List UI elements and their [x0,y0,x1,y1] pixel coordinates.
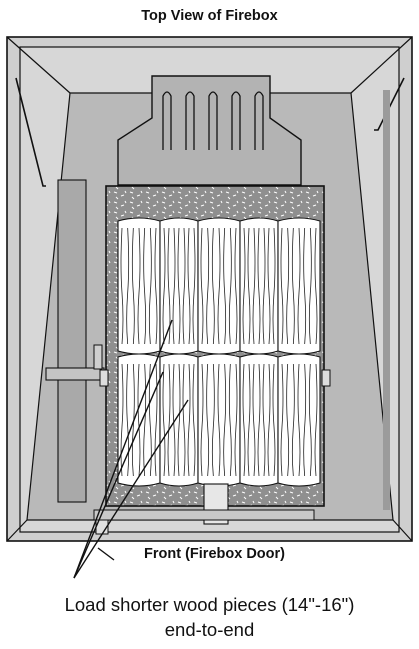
wood-piece [118,218,160,354]
left-side-rail [58,180,86,502]
wood-piece [240,354,278,486]
wood-piece [198,354,240,486]
wood-pieces [118,218,320,486]
wood-piece [160,218,198,354]
wood-piece [278,218,320,354]
wood-piece [240,218,278,354]
loading-instruction-line-1: Load shorter wood pieces (14"-16") [0,592,419,617]
loading-instruction-line-2: end-to-end [0,617,419,642]
right-side-shadow [383,90,390,510]
grate-tab-left [100,370,108,386]
wood-piece [160,354,198,486]
wood-piece [198,218,240,354]
grate-tab-right [322,370,330,386]
loading-instruction: Load shorter wood pieces (14"-16") end-t… [0,592,419,642]
door-frame-bar [94,510,314,520]
left-crossbar [46,368,104,380]
left-latch [94,345,102,369]
wood-piece [278,354,320,486]
front-door-label: Front (Firebox Door) [0,546,419,562]
wood-piece [118,354,160,486]
